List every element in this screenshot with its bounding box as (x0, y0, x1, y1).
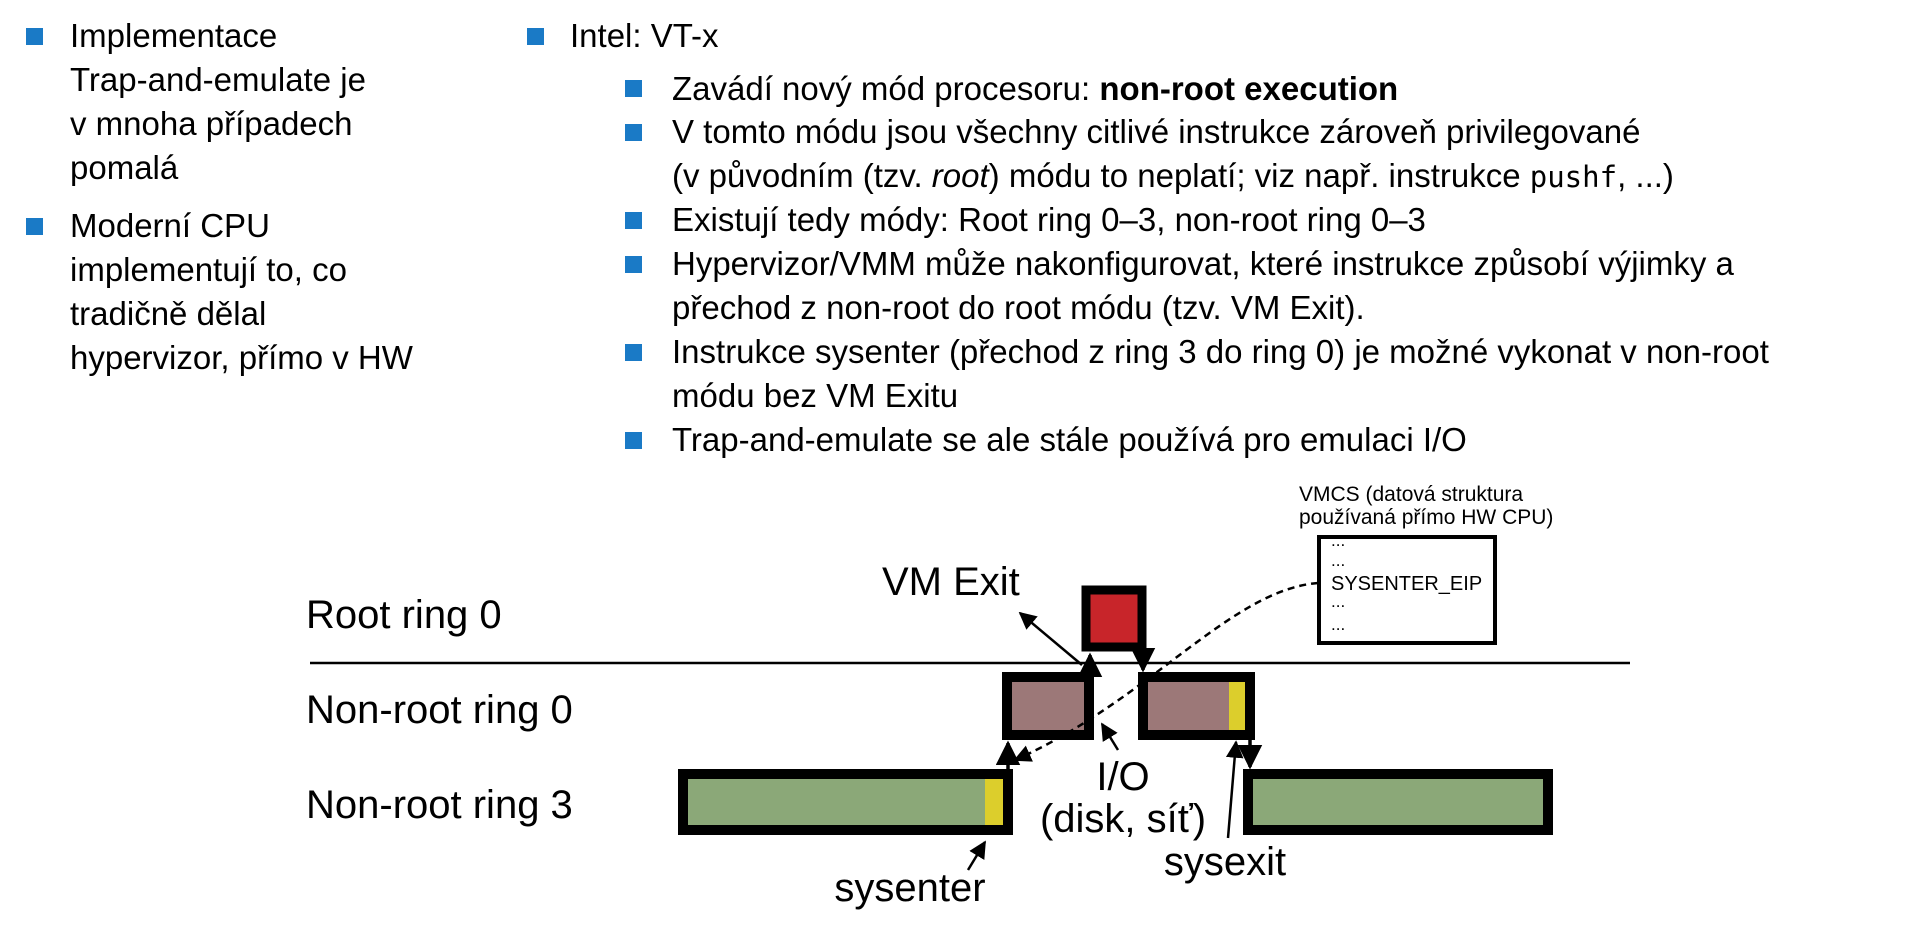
sub-item-2-text: (v původním (tzv. (672, 157, 932, 194)
vmcs-caption-line2: používaná přímo HW CPU) (1299, 506, 1553, 529)
left-item-2-line: implementují to, co (70, 251, 347, 288)
vmcs-caption-line1: VMCS (datová struktura (1299, 483, 1523, 506)
sub-item-2-emph: root (931, 157, 989, 194)
sub-item-1-text: Zavádí nový mód procesoru: (672, 70, 1100, 107)
sub-item-2-text: ) módu to neplatí; viz např. instrukce (988, 157, 1530, 194)
sub-item-3: Existují tedy módy: Root ring 0–3, non-r… (672, 201, 1426, 238)
left-item-1-line: Implementace (70, 17, 278, 54)
sysenter-label: sysenter (834, 866, 985, 910)
user-block-right (1243, 769, 1553, 835)
vm-exit-label: VM Exit (882, 560, 1020, 604)
sub-item-2-text: , ...) (1617, 157, 1674, 194)
bullet-icon (625, 256, 642, 273)
vmcs-row: ... (1331, 615, 1345, 634)
row-label-non-root-ring-3: Non-root ring 3 (306, 783, 573, 827)
sub-item-1-bold: non-root execution (1099, 70, 1399, 107)
vmcs-row: ... (1331, 551, 1345, 570)
left-item-1-line: v mnoha případech (70, 105, 353, 142)
left-item-2: Moderní CPU implementují to, co tradičně… (70, 204, 413, 380)
bullet-icon (625, 80, 642, 97)
io-label: I/O (1096, 755, 1149, 799)
sub-item-2-line2: (v původním (tzv. root) módu to neplatí;… (672, 154, 1674, 199)
sub-item-5: Instrukce sysenter (přechod z ring 3 do … (672, 330, 1769, 418)
guest-kernel-block-left (1002, 672, 1094, 740)
heading-intel-vtx: Intel: VT-x (570, 17, 719, 54)
left-item-1-line: pomalá (70, 149, 179, 186)
io-label-detail: (disk, síť) (1040, 797, 1206, 841)
sysexit-pointer-arrow (1225, 740, 1244, 839)
left-item-2-line: hypervizor, přímo v HW (70, 339, 413, 376)
sub-item-4-line1: Hypervizor/VMM může nakonfigurovat, kter… (672, 245, 1734, 282)
row-label-root-ring-0: Root ring 0 (306, 593, 502, 637)
sysexit-label: sysexit (1164, 840, 1286, 884)
vmm-block (1081, 585, 1147, 652)
sub-item-6: Trap-and-emulate se ale stále používá pr… (672, 421, 1467, 458)
left-item-1-line: Trap-and-emulate je (70, 61, 366, 98)
bullet-icon (527, 28, 544, 45)
bullet-icon (26, 218, 43, 235)
vmcs-row: ... (1331, 592, 1345, 611)
sub-item-1: Zavádí nový mód procesoru: non-root exec… (672, 67, 1398, 111)
sub-item-4-line2: přechod z non-root do root módu (tzv. VM… (672, 289, 1365, 326)
vmcs-box (1317, 535, 1497, 645)
left-item-2-line: Moderní CPU (70, 207, 270, 244)
vmcs-row-sysenter-eip: SYSENTER_EIP (1331, 573, 1482, 595)
sysenter-marker (985, 779, 1003, 825)
row-label-non-root-ring-0: Non-root ring 0 (306, 688, 573, 732)
sysexit-marker (1229, 682, 1245, 730)
bullet-icon (625, 212, 642, 229)
io-pointer-arrow (1100, 722, 1120, 751)
bullet-icon (625, 432, 642, 449)
sub-item-4: Hypervizor/VMM může nakonfigurovat, kter… (672, 242, 1734, 330)
sysenter-pointer-arrow (966, 840, 987, 871)
left-item-1: Implementace Trap-and-emulate je v mnoha… (70, 14, 366, 190)
left-item-2-line: tradičně dělal (70, 295, 267, 332)
user-block-left (678, 769, 1013, 835)
vmcs-row: ... (1331, 531, 1345, 550)
sub-item-2-code: pushf (1529, 160, 1618, 194)
sub-item-2-line1: V tomto módu jsou všechny citlivé instru… (672, 113, 1641, 150)
vm-exit-pointer-arrow (1018, 611, 1083, 666)
bullet-icon (26, 28, 43, 45)
bullet-icon (625, 344, 642, 361)
bullet-icon (625, 124, 642, 141)
sub-item-5-line2: módu bez VM Exitu (672, 377, 959, 414)
sub-item-2: V tomto módu jsou všechny citlivé instru… (672, 110, 1674, 199)
sub-item-5-line1: Instrukce sysenter (přechod z ring 3 do … (672, 333, 1769, 370)
